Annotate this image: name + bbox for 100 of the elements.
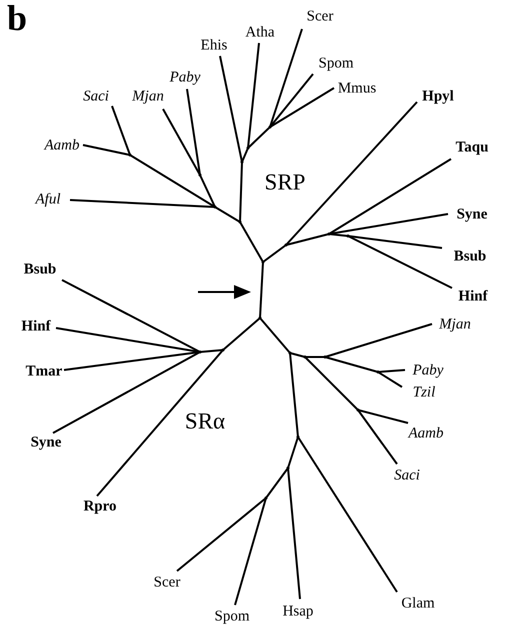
tree-branch bbox=[259, 262, 264, 318]
branch-point bbox=[246, 146, 250, 150]
taxon-label: Ehis bbox=[200, 38, 228, 54]
tree-branch bbox=[199, 174, 216, 208]
clade-label: SRα bbox=[184, 410, 226, 432]
clade-label: SRP bbox=[264, 170, 306, 194]
tree-branch bbox=[304, 356, 359, 411]
branch-point bbox=[198, 350, 202, 354]
tree-branch bbox=[259, 317, 291, 354]
taxon-label: Aful bbox=[36, 192, 60, 208]
taxon-label: Aamb bbox=[408, 426, 444, 442]
taxon-label: Hsap bbox=[282, 604, 314, 620]
tree-branch bbox=[328, 158, 452, 235]
tree-branch bbox=[200, 349, 224, 353]
taxon-label: Hpyl bbox=[422, 88, 454, 106]
taxon-label: Spom bbox=[318, 56, 354, 72]
taxon-label: Tzil bbox=[412, 384, 436, 402]
tree-branch bbox=[269, 73, 314, 128]
branch-point bbox=[328, 232, 330, 236]
tree-branch bbox=[289, 352, 299, 438]
taxon-label: Glam bbox=[401, 596, 435, 612]
tree-branch bbox=[96, 349, 224, 497]
tree-branch bbox=[377, 371, 403, 388]
taxon-label: Tmar bbox=[26, 364, 62, 380]
branch-point bbox=[324, 356, 326, 358]
tree-branch bbox=[324, 323, 432, 358]
taxon-label: Mjan bbox=[132, 88, 164, 106]
tree-branch bbox=[290, 352, 306, 358]
taxon-label: Scer bbox=[306, 8, 334, 26]
tree-branch bbox=[247, 126, 271, 149]
tree-branch bbox=[287, 436, 299, 468]
tree-branch bbox=[378, 369, 406, 373]
tree-branch bbox=[219, 56, 243, 162]
branch-point bbox=[240, 160, 244, 164]
taxon-label: Hinf bbox=[458, 288, 488, 306]
tree-branch bbox=[285, 101, 418, 246]
tree-branch bbox=[234, 498, 267, 606]
tree-branch bbox=[239, 162, 243, 222]
tree-branch bbox=[214, 206, 241, 223]
taxon-label: Paby bbox=[412, 362, 444, 380]
taxon-label: Spom bbox=[214, 608, 250, 626]
tree-branch bbox=[324, 356, 378, 373]
tree-branch bbox=[286, 233, 330, 246]
taxon-label: Syne bbox=[456, 206, 488, 224]
taxon-label: Paby bbox=[170, 70, 200, 86]
tree-branch bbox=[70, 199, 216, 208]
taxon-label: Bsub bbox=[24, 262, 56, 278]
tree-branch bbox=[269, 87, 335, 128]
taxon-label: Aamb bbox=[44, 138, 80, 154]
tree-branch bbox=[247, 42, 260, 148]
taxon-label: Rpro bbox=[83, 498, 117, 516]
branch-point bbox=[222, 348, 224, 352]
branch-point bbox=[238, 220, 242, 224]
tree-branch bbox=[305, 356, 325, 358]
branch-point bbox=[268, 126, 272, 128]
taxon-label: Hinf bbox=[21, 318, 51, 336]
branch-point bbox=[128, 154, 132, 156]
taxon-label: Taqu bbox=[456, 140, 488, 156]
tree-branch bbox=[162, 108, 201, 176]
branch-point bbox=[356, 408, 360, 412]
taxon-label: Syne bbox=[30, 434, 62, 452]
branch-point bbox=[288, 352, 292, 354]
tree-branch bbox=[357, 409, 398, 465]
tree-branch bbox=[328, 233, 348, 237]
tree-branch bbox=[82, 144, 130, 156]
tree-branch bbox=[239, 222, 264, 262]
tree-branch bbox=[186, 88, 201, 176]
tree-branch bbox=[358, 409, 408, 424]
tree-branch bbox=[328, 213, 448, 235]
tree-branch bbox=[62, 279, 200, 353]
branch-point bbox=[296, 436, 300, 438]
taxon-label: Saci bbox=[83, 88, 109, 106]
tree-branch bbox=[262, 244, 287, 263]
branch-point bbox=[198, 174, 202, 176]
tree-branch bbox=[348, 235, 442, 249]
branch-point bbox=[258, 316, 262, 320]
taxon-label: Saci bbox=[394, 468, 420, 484]
taxon-label: Mmus bbox=[338, 80, 376, 98]
tree-branch bbox=[269, 28, 303, 128]
branch-point bbox=[264, 496, 268, 500]
tree-branch bbox=[222, 317, 261, 351]
branch-point bbox=[346, 234, 350, 238]
tree-branch bbox=[52, 351, 200, 434]
tree-branch bbox=[297, 436, 398, 593]
taxon-label: Mjan bbox=[439, 316, 471, 334]
panel-letter: b bbox=[6, 0, 28, 36]
branch-point bbox=[214, 206, 216, 208]
branch-point bbox=[284, 244, 288, 246]
branch-point bbox=[376, 370, 380, 374]
tree-branch bbox=[241, 148, 249, 162]
tree-branch bbox=[287, 468, 301, 600]
tree-branch bbox=[348, 235, 452, 289]
branch-point bbox=[304, 356, 306, 358]
branch-point bbox=[286, 466, 290, 470]
branch-point bbox=[262, 260, 264, 264]
taxon-label: Bsub bbox=[454, 248, 486, 266]
tree-branch bbox=[129, 154, 216, 208]
taxon-label: Atha bbox=[245, 24, 275, 42]
tree-branch bbox=[265, 467, 289, 499]
taxon-label: Scer bbox=[154, 574, 180, 592]
